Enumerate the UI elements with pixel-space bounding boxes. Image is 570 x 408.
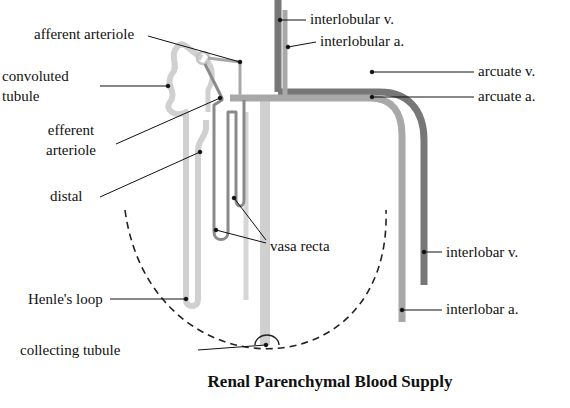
- leader-line: [216, 230, 266, 243]
- leader-dot: [232, 196, 236, 200]
- part-label: arcuate v.: [478, 61, 535, 81]
- interlobular-artery: [283, 10, 288, 98]
- leader-line: [100, 86, 168, 87]
- leader-dot: [422, 250, 426, 254]
- part-label: interlobular a.: [320, 31, 404, 51]
- part-label: convoluted tubule: [2, 66, 82, 106]
- leader-line: [100, 152, 200, 197]
- artery: [230, 98, 402, 322]
- leader-line: [424, 252, 442, 253]
- leader-dot: [214, 228, 218, 232]
- part-label: interlobular v.: [310, 9, 394, 29]
- collecting-tubule: [260, 98, 270, 345]
- leader-line: [110, 299, 186, 300]
- leader-line: [234, 198, 266, 240]
- leader-line: [372, 97, 474, 98]
- part-label: arcuate a.: [478, 86, 535, 106]
- leader-dot: [400, 308, 404, 312]
- leader-dot: [184, 297, 188, 301]
- leader-dot: [166, 84, 170, 88]
- leader-line: [280, 20, 306, 21]
- leader-dot: [238, 60, 242, 64]
- part-label: distal: [50, 186, 83, 206]
- leader-line: [288, 42, 316, 47]
- leader-line: [148, 36, 240, 62]
- part-label: afferent arteriole: [34, 24, 134, 44]
- diagram-title: Renal Parenchymal Blood Supply: [208, 372, 453, 392]
- leader-dot: [286, 45, 290, 49]
- leader-dot: [370, 95, 374, 99]
- leader-line: [372, 72, 474, 73]
- part-label: efferent arteriole: [30, 120, 112, 160]
- leader-dot: [370, 70, 374, 74]
- part-label: interlobar v.: [446, 242, 518, 262]
- leader-line: [116, 98, 220, 144]
- part-label: collecting tubule: [20, 340, 120, 360]
- part-label: Henle's loop: [28, 289, 103, 309]
- leader-dot: [264, 343, 268, 347]
- leader-dot: [198, 150, 202, 154]
- glomerulus: [197, 52, 209, 64]
- vasa-recta: [205, 64, 244, 240]
- part-label: interlobar a.: [446, 299, 518, 319]
- leader-dot: [278, 18, 282, 22]
- leader-line: [198, 345, 266, 350]
- leader-line: [402, 310, 442, 311]
- part-label: vasa recta: [270, 236, 330, 256]
- papilla-outline: [125, 210, 386, 349]
- leader-dot: [218, 96, 222, 100]
- nephron-tubule: [168, 44, 206, 306]
